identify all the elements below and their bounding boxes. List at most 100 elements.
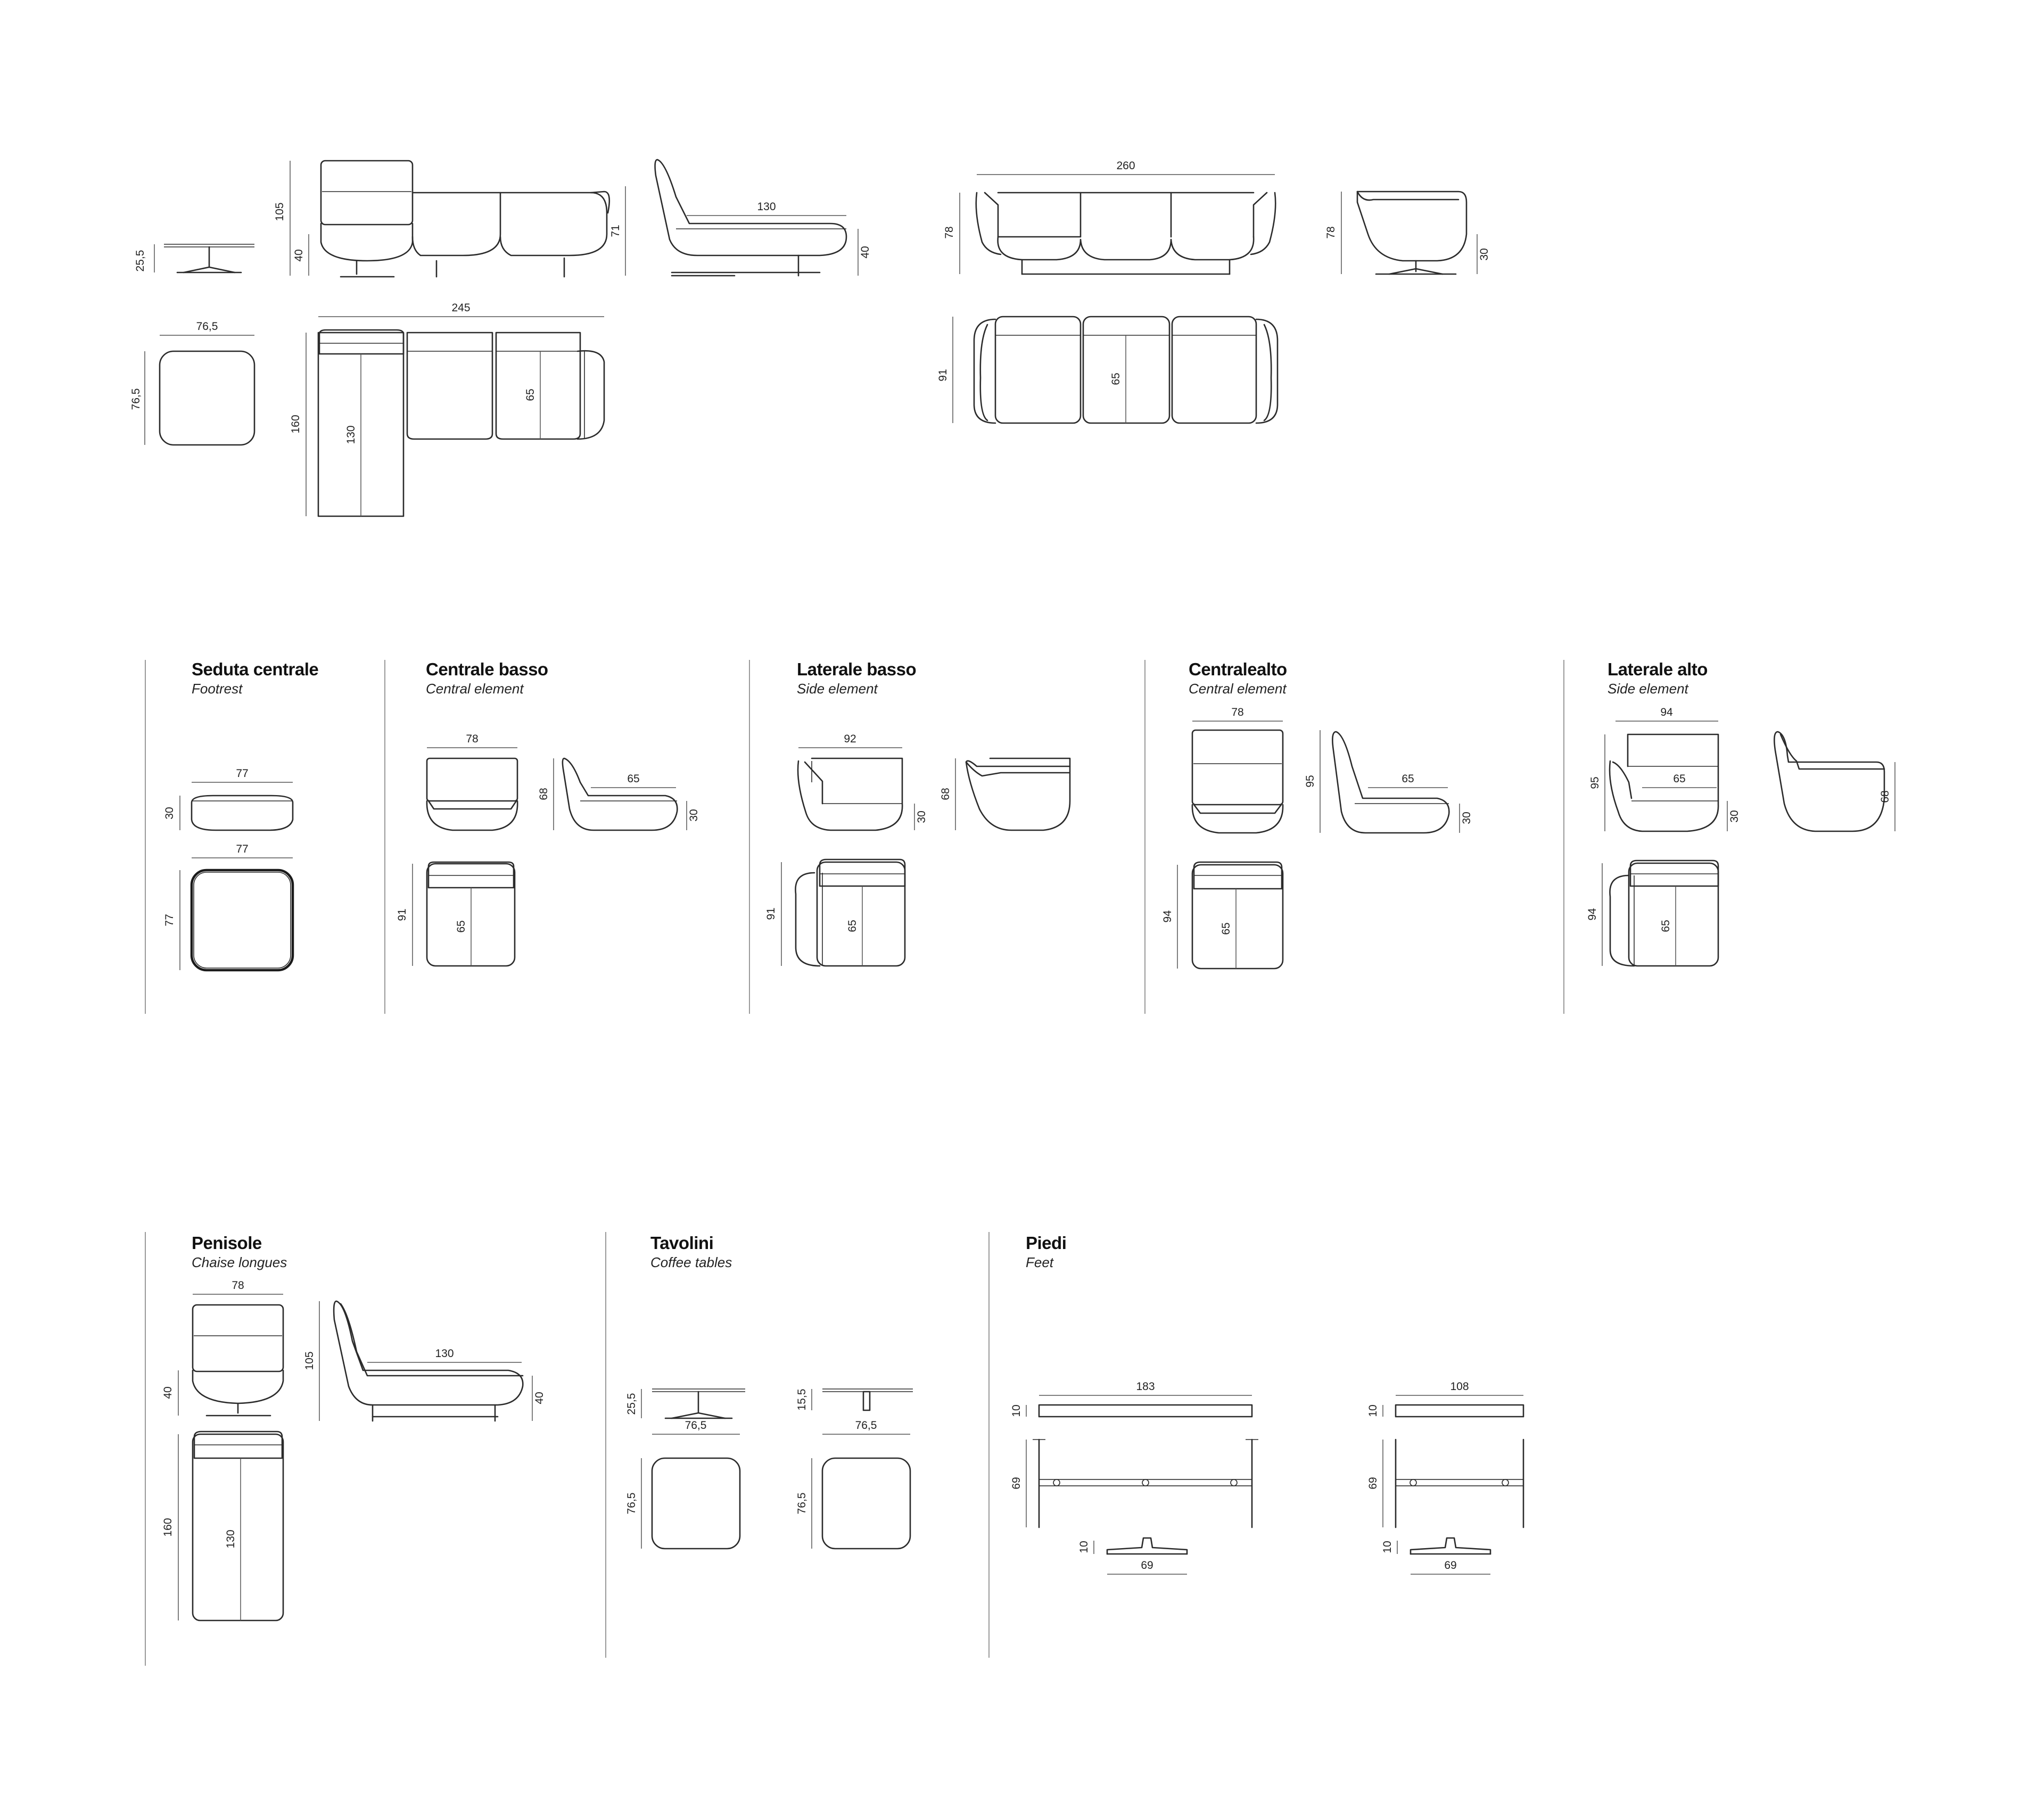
section-subtitle: Footrest	[192, 681, 243, 697]
dim-label: 15,5	[796, 1389, 808, 1411]
dim-label: 94	[1586, 908, 1598, 921]
dim-label: 69	[1367, 1477, 1379, 1489]
dim-label: 10	[1078, 1541, 1090, 1553]
section-heading-laterale-alto: Laterale alto Side element	[1608, 659, 1708, 697]
section-subtitle: Chaise longues	[192, 1254, 287, 1271]
section-heading-seduta-centrale: Seduta centrale Footrest	[192, 659, 319, 697]
dim-label: 30	[1461, 812, 1473, 824]
corner-sofa-elevation: 105 40	[274, 160, 611, 278]
section-heading-penisole: Penisole Chaise longues	[192, 1233, 287, 1271]
section-title: Centrale basso	[426, 659, 548, 679]
section-heading-centralealto: Centralealto Central element	[1189, 659, 1287, 697]
dim-label: 130	[757, 201, 776, 213]
dim-label: 183	[1136, 1380, 1155, 1393]
dim-label: 105	[274, 202, 286, 221]
dim-label: 30	[1478, 248, 1490, 260]
section-heading-tavolini: Tavolini Coffee tables	[650, 1233, 732, 1270]
dim-label: 25,5	[134, 250, 146, 272]
section-subtitle: Central element	[1189, 681, 1287, 697]
dim-label: 65	[455, 920, 467, 932]
dim-label: 40	[162, 1386, 174, 1399]
sofa-side-elevation: 78 30	[1325, 191, 1490, 275]
coffee-table-drawings: 25,5 76,5 76,5 15,5 76,5 76,5	[625, 1388, 913, 1550]
dim-label: 65	[627, 773, 639, 785]
section-title: Laterale basso	[797, 659, 917, 679]
dim-label: 69	[1141, 1559, 1153, 1572]
dim-label: 65	[846, 920, 859, 932]
section-divider	[749, 660, 750, 1014]
dim-label: 94	[1660, 706, 1673, 718]
dim-label: 69	[1010, 1477, 1023, 1489]
section-divider	[145, 1232, 146, 1666]
dim-label: 65	[524, 388, 537, 401]
dim-label: 78	[943, 226, 955, 238]
section-title: Seduta centrale	[192, 659, 319, 679]
section-divider	[1563, 660, 1564, 1014]
dim-label: 65	[1220, 922, 1232, 935]
section-title: Centralealto	[1189, 659, 1287, 679]
central-low-drawings: 78 68 65 30 91 65	[396, 733, 700, 967]
chaise-longue-drawings: 78 40 105 130 40 160 130	[162, 1279, 546, 1622]
section-subtitle: Central element	[426, 681, 524, 697]
dim-label: 94	[1161, 910, 1174, 923]
dim-label: 76,5	[796, 1493, 808, 1515]
dim-label: 78	[232, 1279, 244, 1292]
chaise-side-elevation: 130 71 40	[609, 159, 871, 277]
dim-label: 95	[1304, 775, 1316, 787]
dim-label: 25,5	[625, 1393, 638, 1415]
dim-label: 10	[1381, 1541, 1394, 1553]
dim-label: 92	[844, 733, 856, 745]
dim-label: 65	[1402, 773, 1414, 785]
dim-label: 77	[236, 767, 248, 780]
section-subtitle: Feet	[1026, 1254, 1054, 1271]
dim-label: 160	[290, 415, 302, 433]
dim-label: 77	[236, 843, 248, 855]
section-heading-piedi: Piedi Feet	[1026, 1233, 1067, 1271]
dim-label: 91	[765, 907, 777, 920]
dim-label: 71	[609, 225, 622, 237]
dim-label: 69	[1444, 1559, 1456, 1572]
dim-label: 130	[345, 425, 357, 444]
section-heading-laterale-basso: Laterale basso Side element	[797, 659, 917, 697]
dim-label: 30	[163, 807, 176, 819]
dim-label: 77	[163, 914, 176, 926]
section-divider	[1144, 660, 1145, 1014]
dim-label: 40	[859, 246, 871, 258]
dim-label: 95	[1589, 776, 1601, 789]
dim-label: 91	[937, 369, 949, 381]
top-table-plan: 76,5 76,5	[130, 320, 256, 446]
dim-label: 68	[939, 788, 952, 800]
sofa-front-elevation: 260 78	[943, 160, 1276, 275]
dim-label: 76,5	[685, 1419, 707, 1432]
side-high-drawings: 94 95 65 30 68 94 65	[1586, 706, 1895, 967]
dim-label: 76,5	[196, 320, 218, 333]
dim-label: 130	[225, 1529, 237, 1548]
section-divider	[605, 1232, 606, 1658]
dim-label: 40	[293, 249, 305, 261]
dim-label: 76,5	[130, 388, 142, 410]
section-divider	[145, 660, 146, 1014]
dim-label: 78	[1231, 706, 1243, 718]
dim-label: 65	[1673, 773, 1685, 785]
dim-label: 30	[916, 811, 928, 823]
dim-label: 91	[396, 908, 408, 921]
dim-label: 76,5	[625, 1493, 638, 1515]
dim-label: 108	[1450, 1380, 1469, 1393]
section-subtitle: Side element	[797, 681, 878, 697]
top-table-elevation: 25,5	[134, 244, 254, 274]
dim-label: 105	[303, 1351, 316, 1370]
side-low-drawings: 92 30 68 91 65	[765, 733, 1071, 967]
dim-label: 30	[688, 809, 700, 821]
central-high-drawings: 78 95 65 30 94 65	[1161, 706, 1473, 970]
dim-label: 76,5	[855, 1419, 877, 1432]
sofa-plan: 91 65	[937, 316, 1279, 424]
section-title: Laterale alto	[1608, 659, 1708, 679]
section-title: Tavolini	[650, 1233, 714, 1253]
dim-label: 245	[451, 302, 470, 314]
section-divider	[384, 660, 385, 1014]
dim-label: 78	[1325, 226, 1337, 238]
section-title: Piedi	[1026, 1233, 1067, 1253]
dim-label: 68	[538, 788, 550, 800]
section-divider	[988, 1232, 990, 1658]
dim-label: 160	[162, 1518, 174, 1536]
